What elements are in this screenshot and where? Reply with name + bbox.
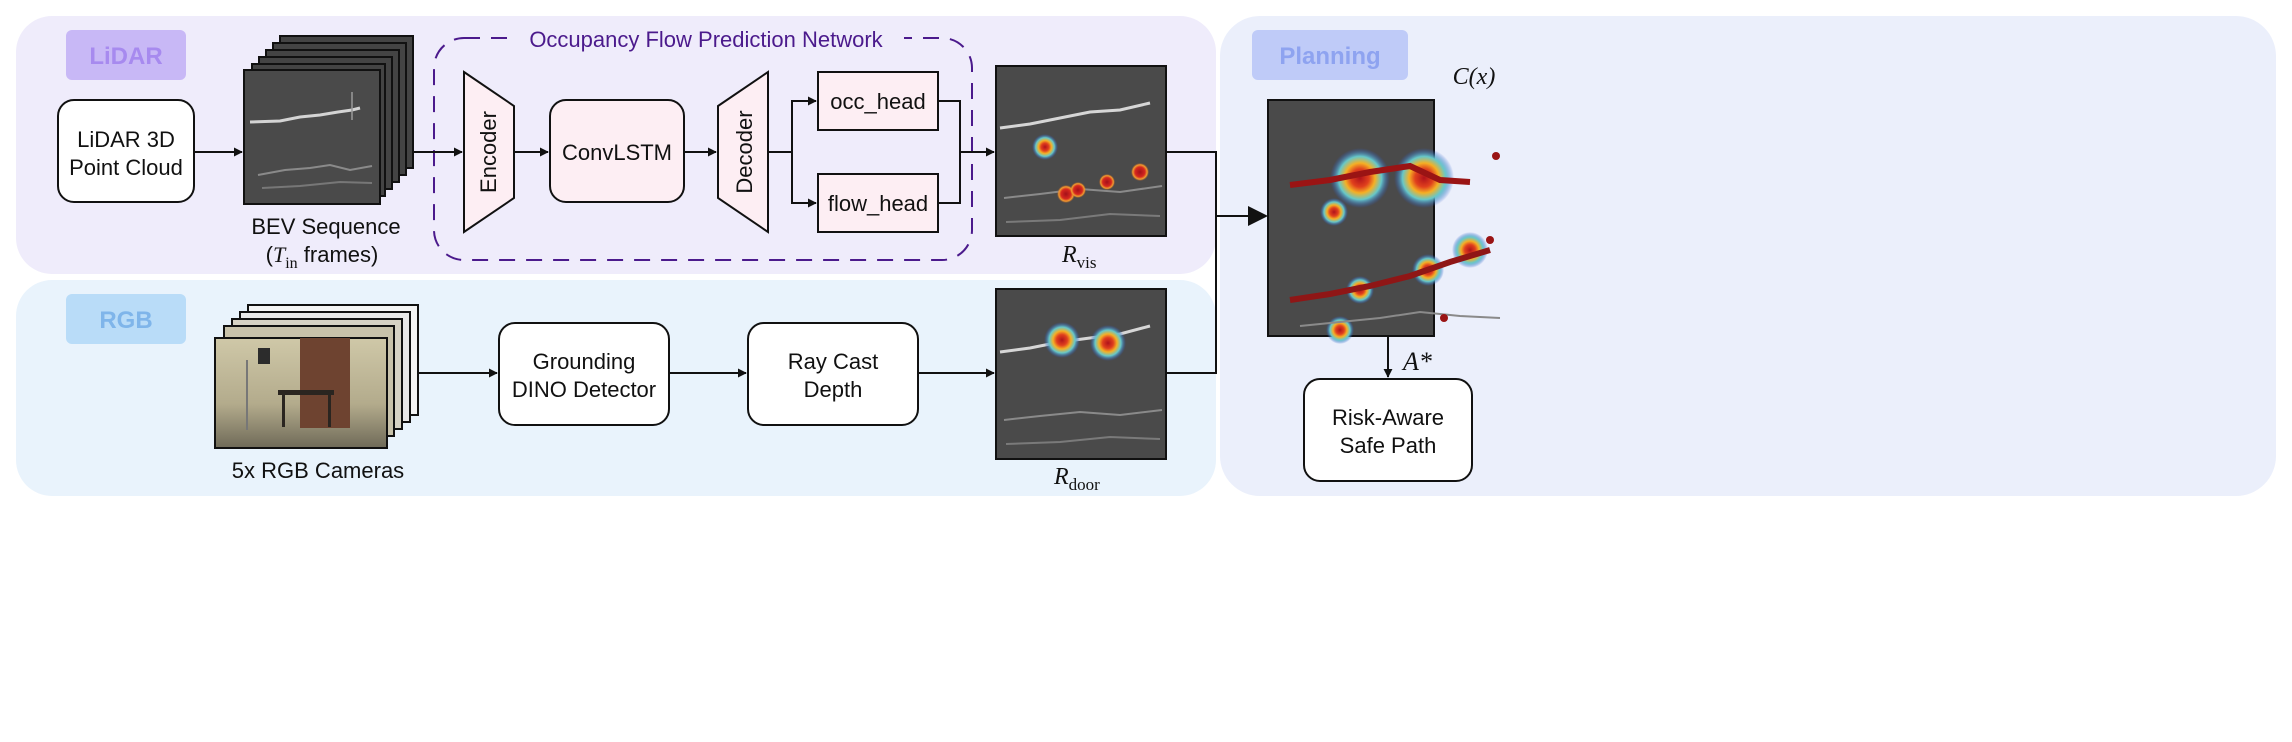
r-vis-hotspot: [1131, 163, 1149, 181]
occ-head-block: occ_head: [817, 71, 939, 131]
r-vis-label: Rvis: [1061, 242, 1097, 272]
planning-tag-label: Planning: [1279, 43, 1380, 70]
rgb-cameras-label: 5x RGB Cameras: [232, 458, 404, 483]
astar-label: A*: [1401, 347, 1432, 376]
r-vis-map: [995, 65, 1167, 237]
decoder-label: Decoder: [732, 110, 757, 193]
lidar-tag-label: LiDAR: [89, 43, 162, 70]
convlstm-block: ConvLSTM: [549, 99, 685, 203]
cost-map: [1267, 99, 1501, 344]
decoder-block: Decoder: [717, 70, 769, 234]
line-occ-merge: [938, 100, 961, 152]
safe-path-box: Risk-Aware Safe Path: [1303, 378, 1473, 482]
lidar-tag-bg: [66, 30, 186, 80]
planning-panel: [1220, 16, 2276, 496]
encoder-block: Encoder: [463, 70, 515, 234]
rgb-camera-stack: [214, 304, 419, 449]
r-door-hotspot: [1090, 325, 1126, 361]
lidar-box-line1: LiDAR 3D: [77, 127, 175, 152]
lidar-box-line2: Point Cloud: [69, 155, 183, 180]
bev-sequence-frames-label: (Tin frames): [266, 242, 379, 272]
encoder-label: Encoder: [476, 111, 501, 193]
rgb-tag-label: RGB: [99, 307, 152, 334]
raycast-depth-box: Ray Cast Depth: [747, 322, 919, 426]
bev-sequence-stack: [243, 35, 414, 205]
output-line2: Safe Path: [1340, 433, 1437, 458]
r-vis-hotspot: [1032, 134, 1058, 160]
raycast-line2: Depth: [804, 377, 863, 402]
occupancy-network-title: Occupancy Flow Prediction Network: [529, 27, 883, 52]
flow-head-label: flow_head: [828, 191, 928, 216]
flow-head-block: flow_head: [817, 173, 939, 233]
r-door-hotspot: [1044, 322, 1080, 358]
lidar-point-cloud-box: LiDAR 3D Point Cloud: [57, 99, 195, 203]
rgb-tag-bg: [66, 294, 186, 344]
occ-head-label: occ_head: [830, 89, 925, 114]
line-r-vis-to-merge: [1166, 151, 1217, 216]
arrow-decoder-to-flow: [768, 151, 817, 208]
r-door-label: Rdoor: [1053, 464, 1100, 494]
rgb-section-tag: RGB: [66, 294, 186, 344]
planning-tag-bg: [1252, 30, 1408, 80]
cost-map-label: C(x): [1453, 64, 1496, 90]
line-r-door-to-merge: [1166, 216, 1217, 374]
network-title-backdrop: [508, 26, 904, 52]
raycast-line1: Ray Cast: [788, 349, 878, 374]
lidar-section-tag: LiDAR: [66, 30, 186, 80]
connectors: [194, 96, 1393, 378]
occupancy-network-border: [433, 37, 973, 261]
planning-section-tag: Planning: [1252, 30, 1408, 80]
detector-line2: DINO Detector: [512, 377, 656, 402]
bev-sequence-label: BEV Sequence: [251, 214, 400, 239]
convlstm-label: ConvLSTM: [562, 140, 672, 165]
r-vis-hotspot: [1070, 182, 1086, 198]
detector-line1: Grounding: [533, 349, 636, 374]
output-line1: Risk-Aware: [1332, 405, 1444, 430]
line-flow-merge: [938, 152, 961, 204]
r-vis-hotspot: [1099, 174, 1115, 190]
dino-detector-box: Grounding DINO Detector: [498, 322, 670, 426]
r-door-map: [995, 288, 1167, 460]
